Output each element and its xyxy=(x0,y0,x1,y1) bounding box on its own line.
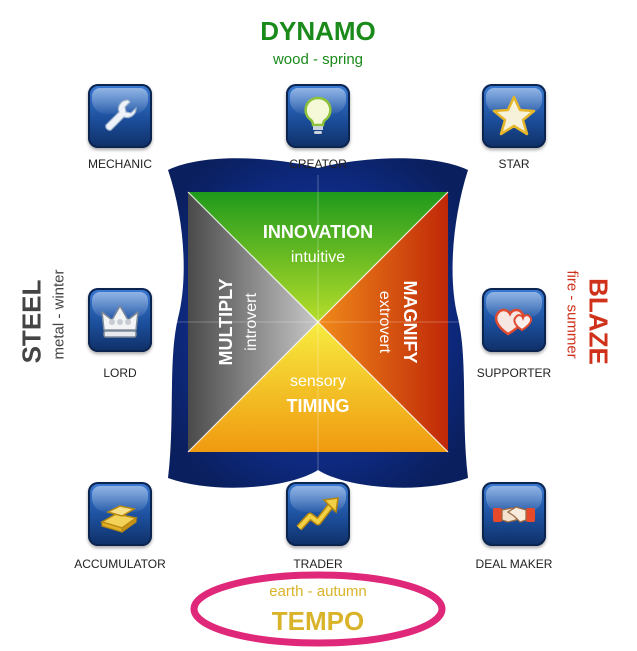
steel-title: STEEL xyxy=(16,279,47,364)
innovation-quadrant xyxy=(188,192,448,322)
tempo-highlight-ellipse xyxy=(190,571,446,647)
timing-title: TIMING xyxy=(287,396,350,416)
creator-label: CREATOR xyxy=(289,157,347,171)
mechanic-tile xyxy=(88,84,152,148)
blaze-subtitle: fire - summer xyxy=(563,270,581,359)
magnify-subtitle: extrovert xyxy=(376,291,393,354)
deal-maker-label: DEAL MAKER xyxy=(475,557,553,571)
supporter-label: SUPPORTER xyxy=(476,366,552,380)
wrench-icon xyxy=(105,99,137,131)
lightbulb-icon xyxy=(304,96,332,134)
dynamo-title: DYNAMO xyxy=(260,16,376,46)
star-tile xyxy=(482,84,546,148)
steel-subtitle: metal - winter xyxy=(50,269,68,360)
trader-label: TRADER xyxy=(293,557,343,571)
multiply-title: MULTIPLY xyxy=(216,278,236,365)
lord-tile xyxy=(88,288,152,352)
supporter-tile xyxy=(482,288,546,352)
diagonal-divider xyxy=(187,191,449,453)
accumulator-tile xyxy=(88,482,152,546)
hearts-icon xyxy=(494,308,533,336)
rising-arrow-icon xyxy=(296,497,339,531)
crown-icon xyxy=(101,305,139,338)
magnify-quadrant xyxy=(318,192,448,452)
accumulator-label: ACCUMULATOR xyxy=(74,557,166,571)
star-label: STAR xyxy=(498,157,530,171)
dynamo-subtitle: wood - spring xyxy=(272,51,364,68)
gold-bars-icon xyxy=(100,505,138,534)
blaze-title: BLAZE xyxy=(583,278,614,365)
magnify-title: MAGNIFY xyxy=(400,281,420,364)
multiply-subtitle: introvert xyxy=(243,293,260,351)
handshake-icon xyxy=(493,506,535,523)
timing-subtitle: sensory xyxy=(290,373,346,390)
trader-tile xyxy=(286,482,350,546)
mechanic-label: MECHANIC xyxy=(87,157,152,171)
lord-label: LORD xyxy=(103,366,137,380)
creator-tile xyxy=(286,84,350,148)
multiply-quadrant xyxy=(188,192,318,452)
innovation-title: INNOVATION xyxy=(263,222,373,242)
star-icon xyxy=(492,95,536,136)
timing-quadrant xyxy=(188,322,448,452)
tempo-subtitle: earth - autumn xyxy=(269,583,367,600)
tempo-title: TEMPO xyxy=(271,606,365,636)
innovation-subtitle: intuitive xyxy=(291,249,345,266)
deal-maker-tile xyxy=(482,482,546,546)
